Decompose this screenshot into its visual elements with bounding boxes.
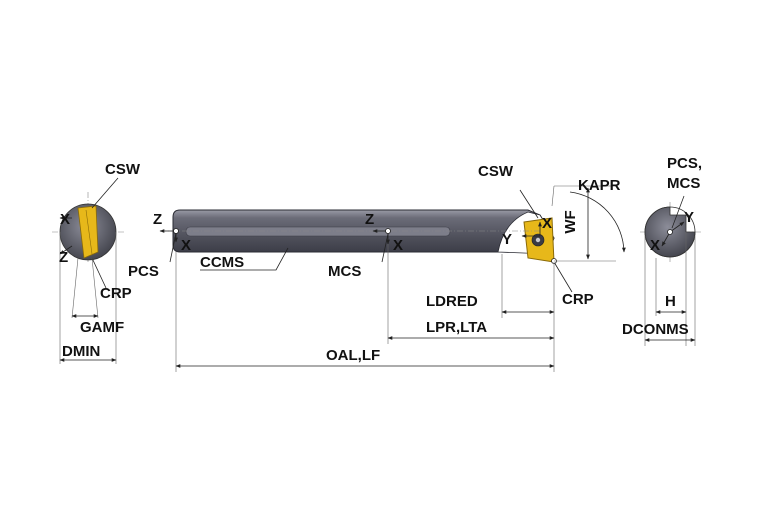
- left-gamf-label: GAMF: [80, 319, 124, 336]
- left-end-view: CSW X Z CRP GAMF DMIN: [52, 161, 141, 364]
- right-pcs-label: PCS,: [667, 155, 702, 172]
- left-dmin-label: DMIN: [62, 343, 100, 360]
- mcs-leader: [381, 233, 389, 263]
- head-csw-label: CSW: [478, 163, 514, 180]
- insert-screw-head: [535, 237, 541, 243]
- left-csw-leader: [91, 177, 119, 209]
- oal-lf-label: OAL,LF: [326, 347, 380, 364]
- lpr-lta-label: LPR,LTA: [426, 319, 487, 336]
- left-crp-leader: [91, 257, 107, 289]
- ccms-leader: [200, 247, 289, 271]
- right-end-view: PCS, MCS Y X H DCONMS: [622, 155, 702, 346]
- mcs-origin: [385, 228, 391, 234]
- right-mcs-label: MCS: [667, 175, 700, 192]
- mcs-label: MCS: [328, 263, 361, 280]
- left-z-label: Z: [59, 249, 68, 266]
- head-y-label: Y: [502, 231, 512, 248]
- left-z-axis: [59, 245, 73, 255]
- ccms-label: CCMS: [200, 254, 244, 271]
- right-origin: [667, 229, 673, 235]
- head-crp-leader: [553, 261, 573, 293]
- right-h-label: H: [665, 293, 676, 310]
- shank-side-view: Z X PCS CCMS Z X MCS CSW Y X WF KAPR CRP…: [128, 163, 626, 372]
- head-csw-leader: [519, 189, 539, 219]
- kapr-label: KAPR: [578, 177, 621, 194]
- kapr-ext: [551, 185, 555, 207]
- left-x-label: X: [60, 211, 70, 228]
- right-pcs-leader: [671, 195, 685, 229]
- head-x-label: X: [542, 215, 552, 232]
- left-gamf-ext-1: [71, 257, 79, 319]
- left-gamf-ext-2: [91, 257, 99, 319]
- shank-x-left-label: X: [181, 237, 191, 254]
- wf-label: WF: [562, 210, 579, 233]
- left-insert-edge: [85, 209, 93, 255]
- kapr-arc: [569, 191, 626, 253]
- pcs-origin: [173, 228, 179, 234]
- left-csw-label: CSW: [105, 161, 141, 178]
- pcs-leader: [169, 232, 177, 263]
- right-x-label: X: [650, 237, 660, 254]
- left-crp-label: CRP: [100, 285, 132, 302]
- right-y-label: Y: [684, 209, 694, 226]
- left-insert: [77, 205, 99, 259]
- shank-z-mid-label: Z: [365, 211, 374, 228]
- right-dconms-label: DCONMS: [622, 321, 689, 338]
- shank-x-mid-label: X: [393, 237, 403, 254]
- head-crp-label: CRP: [562, 291, 594, 308]
- coolant-channel: [185, 226, 451, 237]
- shank-z-left-label: Z: [153, 211, 162, 228]
- ldred-label: LDRED: [426, 293, 478, 310]
- right-end-circle: [644, 206, 696, 258]
- pcs-label: PCS: [128, 263, 159, 280]
